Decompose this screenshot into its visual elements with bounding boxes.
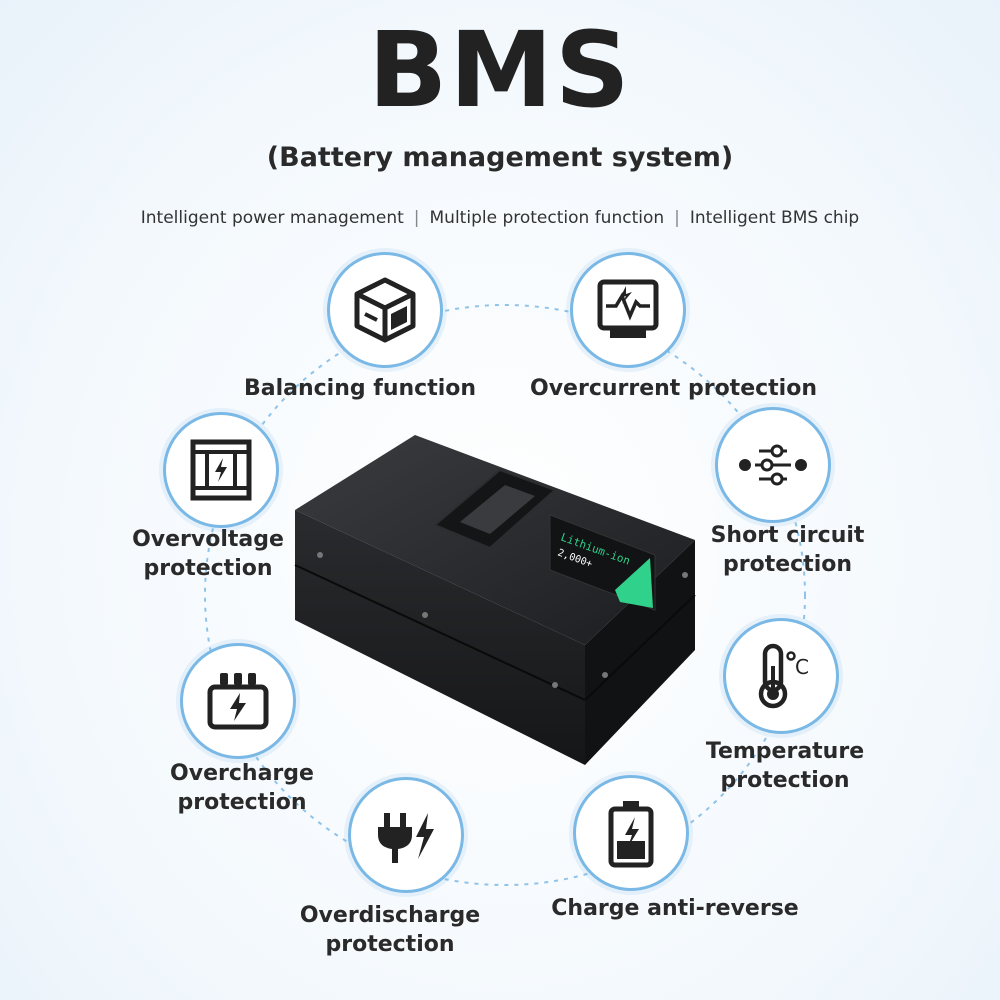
label-short-circuit: Short circuit protection xyxy=(710,523,865,577)
svg-text:C: C xyxy=(795,655,809,679)
badge-temperature: C xyxy=(723,618,839,734)
badge-overcurrent xyxy=(570,252,686,368)
label-overcharge: Overcharge protection xyxy=(170,761,314,815)
voltage-panel-icon xyxy=(190,439,252,501)
thermometer-icon: C xyxy=(758,643,809,709)
badge-overdischarge xyxy=(348,777,464,893)
separator: | xyxy=(413,208,420,228)
feature-strip: Intelligent power management | Multiple pr… xyxy=(0,208,1000,228)
badge-short-circuit xyxy=(715,407,831,523)
label-overvoltage: Overvoltage protection xyxy=(132,527,284,581)
page-title: BMS xyxy=(368,9,632,131)
label-anti-reverse: Charge anti-reverse xyxy=(551,896,799,921)
badge-anti-reverse xyxy=(573,775,689,891)
label-overdischarge: Overdischarge protection xyxy=(299,903,481,957)
charge-block-icon xyxy=(207,673,269,730)
label-temperature: Temperature protection xyxy=(705,739,865,793)
label-balancing: Balancing function xyxy=(243,376,477,401)
badge-overvoltage xyxy=(163,412,279,528)
badge-balancing xyxy=(327,252,443,368)
battery-charge-icon xyxy=(608,801,654,868)
feature-3: Intelligent BMS chip xyxy=(689,208,860,228)
monitor-pulse-icon xyxy=(597,279,659,338)
feature-2: Multiple protection function xyxy=(429,208,665,228)
plug-bolt-icon xyxy=(378,813,434,863)
page-subtitle: (Battery management system) xyxy=(266,142,734,173)
cube-icon xyxy=(354,277,416,343)
label-overcurrent: Overcurrent protection xyxy=(530,376,817,401)
circuit-sliders-icon xyxy=(739,444,807,486)
battery-image: Lithium-ion 2,000+ xyxy=(294,435,696,765)
separator: | xyxy=(674,208,680,228)
feature-1: Intelligent power management xyxy=(140,208,404,228)
badge-overcharge xyxy=(180,643,296,759)
